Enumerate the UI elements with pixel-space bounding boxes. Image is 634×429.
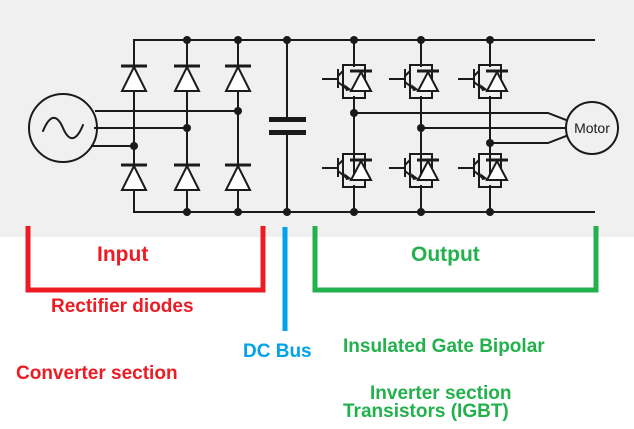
diode-bottom-2 [173,163,201,191]
ac-sine-symbol [42,116,84,140]
diode-top-3 [224,64,252,92]
label-igbt-line2: Transistors (IGBT) [343,401,509,423]
diode-top-1 [120,64,148,92]
label-igbt: Insulated Gate Bipolar Transistors (IGBT… [343,292,545,429]
diode-bottom-3 [224,163,252,191]
label-rectifier-diodes: Rectifier diodes [51,296,194,317]
motor-phase-wire-1 [353,112,568,122]
label-inverter-section: Inverter section [370,383,512,404]
label-output: Output [411,243,480,266]
junction-dots [130,36,494,216]
label-converter-section: Converter section [16,363,178,384]
igbt-bottom-1 [322,153,373,188]
rectifier-diodes [120,64,252,191]
diode-top-2 [173,64,201,92]
igbt-bottom-2 [389,153,440,188]
igbt-top-2 [389,64,440,99]
motor-phase-wire-3 [489,134,568,144]
inverter-igbts [322,64,509,188]
dc-link-capacitor [269,117,306,135]
igbt-bottom-3 [458,153,509,188]
label-dc-bus: DC Bus [243,341,312,362]
capacitor-plate-bottom [269,130,306,135]
capacitor-plate-top [269,117,306,122]
motor-circle [565,101,619,155]
igbt-top-3 [458,64,509,99]
circuit-schematic: Motor [28,36,619,216]
motor-label: Motor [574,120,610,136]
label-igbt-line1: Insulated Gate Bipolar [343,335,545,357]
igbt-top-1 [322,64,373,99]
label-input: Input [97,243,149,266]
diode-bottom-1 [120,163,148,191]
